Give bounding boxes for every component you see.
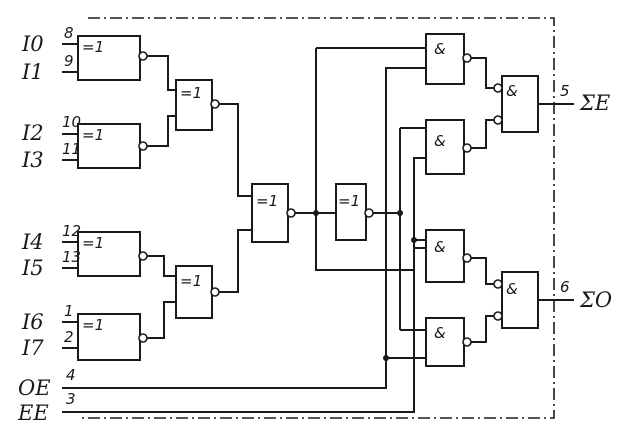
wire-oe (62, 67, 432, 389)
xor-gate-c: =1 (77, 123, 148, 169)
junction-g (313, 210, 319, 216)
svg-text:=1: =1 (180, 272, 202, 290)
pin-i2: 10 (62, 113, 81, 131)
and-gate-1: & (425, 33, 472, 85)
xor-gate-e: =1 (175, 265, 220, 319)
pin-ee: 3 (66, 390, 76, 408)
xor-gate-a: =1 (77, 35, 148, 81)
svg-text:=1: =1 (82, 126, 104, 144)
wire-and4-or2 (470, 315, 496, 343)
input-labels: I0 8 I1 9 I2 10 I3 11 I4 12 I5 13 I6 1 I… (17, 24, 81, 425)
wire-f-e (146, 301, 182, 339)
pin-i7: 2 (64, 328, 74, 346)
svg-text:&: & (434, 238, 446, 256)
wire-and3-or2 (470, 257, 496, 285)
svg-text:=1: =1 (180, 84, 202, 102)
and-gate-out-even: & (493, 75, 539, 133)
label-i4: I4 (21, 230, 44, 254)
label-i5: I5 (21, 256, 44, 280)
svg-text:&: & (506, 280, 518, 298)
svg-text:=1: =1 (82, 38, 104, 56)
wire-and1-or1 (470, 57, 496, 89)
label-i6: I6 (21, 310, 44, 334)
junctions (313, 210, 417, 361)
and-gate-2: & (425, 119, 472, 175)
wire-and2-or1 (470, 119, 496, 149)
label-i7: I7 (21, 336, 44, 360)
svg-text:&: & (506, 82, 518, 100)
xor-gate-f: =1 (77, 313, 148, 361)
junction-h (397, 210, 403, 216)
and-gate-4: & (425, 317, 472, 367)
wire-b-g (218, 103, 258, 197)
pin-i3: 11 (62, 140, 81, 158)
junction-oe (383, 355, 389, 361)
pin-i5: 13 (62, 248, 81, 266)
and-gate-out-odd: & (493, 271, 539, 329)
svg-text:&: & (434, 324, 446, 342)
wire-ee (62, 240, 415, 413)
pin-i4: 12 (62, 222, 81, 240)
xor-gate-b: =1 (175, 79, 220, 131)
label-sum-odd: ΣO (579, 288, 612, 312)
label-sum-even: ΣE (579, 91, 610, 115)
junction-ee (411, 237, 417, 243)
svg-text:&: & (434, 132, 446, 150)
svg-text:=1: =1 (82, 234, 104, 252)
wire-d-e (146, 255, 182, 277)
label-ee: EE (17, 401, 49, 425)
svg-text:=1: =1 (256, 192, 278, 210)
svg-text:&: & (434, 40, 446, 58)
label-i2: I2 (21, 121, 44, 145)
pin-sum-even: 5 (560, 82, 570, 100)
pin-sum-odd: 6 (560, 278, 570, 296)
output-labels: 5 ΣE 6 ΣO (560, 82, 612, 312)
pin-oe: 4 (66, 366, 76, 384)
pin-i1: 9 (64, 52, 74, 70)
pin-i0: 8 (64, 24, 74, 42)
label-oe: OE (18, 376, 51, 400)
xor-gate-g: =1 (251, 183, 296, 243)
wire-e-g (218, 229, 258, 293)
package-boundary (80, 17, 555, 419)
label-i0: I0 (21, 32, 44, 56)
pin-i6: 1 (64, 302, 74, 320)
svg-text:=1: =1 (82, 316, 104, 334)
wire-ee-and2 (413, 157, 426, 240)
xor-gate-d: =1 (77, 231, 148, 277)
svg-text:=1: =1 (338, 192, 360, 210)
xor-gate-h: =1 (335, 183, 374, 241)
label-i3: I3 (21, 148, 44, 172)
and-gate-3: & (425, 229, 472, 283)
label-i1: I1 (21, 60, 44, 84)
